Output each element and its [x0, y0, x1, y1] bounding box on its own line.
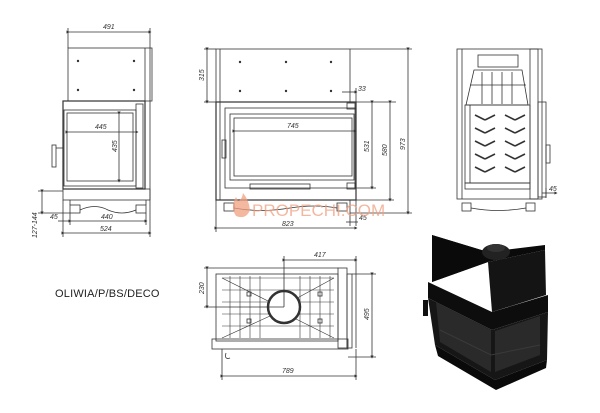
dim-front-flue-offset: 33 — [358, 86, 366, 93]
flame-icon — [233, 193, 250, 218]
watermark: PROPECHI.COM — [233, 193, 385, 220]
top-view — [204, 256, 376, 380]
dim-side-glass-height: 435 — [112, 140, 119, 152]
dim-top-depth: 495 — [364, 308, 371, 320]
dim-side-leg-height: 127-144 — [32, 212, 39, 238]
dim-right-offset: 45 — [549, 186, 557, 193]
model-label: OLIWIA/P/BS/DECO — [55, 288, 160, 300]
dimension-labels: 491 445 435 127-144 45 440 524 315 33 74… — [32, 24, 557, 375]
side-view-right — [456, 48, 558, 212]
dim-front-body-height: 580 — [382, 144, 389, 156]
dim-top-flue-x: 417 — [314, 252, 327, 259]
dim-front-door-height: 531 — [364, 140, 371, 152]
dim-side-base-width: 440 — [101, 214, 113, 221]
dim-side-offset: 45 — [50, 214, 58, 221]
watermark-text: PROPECHI.COM — [252, 201, 385, 220]
dim-top-total-width: 789 — [282, 368, 294, 375]
dim-front-total-height: 973 — [400, 138, 407, 150]
side-view-left — [38, 28, 153, 237]
front-view — [204, 47, 412, 232]
dim-front-top-height: 315 — [199, 69, 206, 81]
fireplace-3d-render — [423, 235, 548, 390]
dim-side-top-width: 491 — [103, 24, 115, 31]
dim-side-glass-width: 445 — [95, 124, 107, 131]
dim-top-flue-y: 230 — [199, 282, 206, 295]
dim-front-side-offset: 45 — [359, 215, 367, 222]
dim-front-glass-width: 745 — [287, 123, 299, 130]
dim-side-total-width: 524 — [100, 226, 112, 233]
dim-front-total-width: 823 — [282, 221, 294, 228]
